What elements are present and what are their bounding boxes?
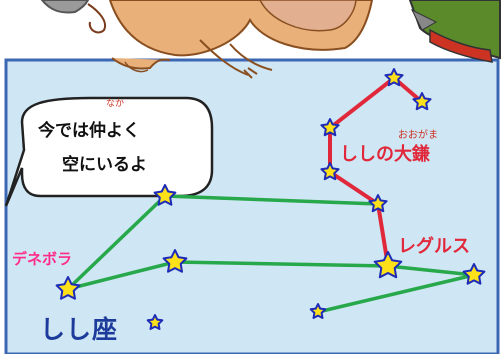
body-lines xyxy=(66,194,475,314)
star-11 xyxy=(309,303,327,319)
star-5 xyxy=(368,194,388,213)
star-12 xyxy=(146,314,164,330)
mouse-drawing xyxy=(40,0,106,34)
star-denebola xyxy=(55,276,81,300)
bubble-line-1: 今では仲よく xyxy=(38,121,140,141)
star-7 xyxy=(153,184,177,206)
stars xyxy=(55,68,486,330)
speech-bubble xyxy=(4,96,214,207)
sickle-ruby: おおがま xyxy=(398,130,438,141)
lion-drawing xyxy=(108,0,374,79)
bubble-ruby: なか xyxy=(106,99,125,109)
star-8 xyxy=(162,249,188,273)
bubble-line-2: 空にいるよ xyxy=(62,155,147,175)
star-2 xyxy=(412,92,432,111)
star-regulus xyxy=(373,251,403,279)
boot-drawing xyxy=(408,0,501,63)
denebola-label: デネボラ xyxy=(12,250,73,268)
star-10 xyxy=(462,263,486,285)
star-3 xyxy=(320,118,340,137)
star-4 xyxy=(320,162,340,181)
star-1 xyxy=(384,68,404,87)
regulus-label: レグルス xyxy=(398,236,470,257)
sickle-label: ししの大鎌 xyxy=(340,144,430,165)
constellation-title: しし座 xyxy=(40,315,119,344)
